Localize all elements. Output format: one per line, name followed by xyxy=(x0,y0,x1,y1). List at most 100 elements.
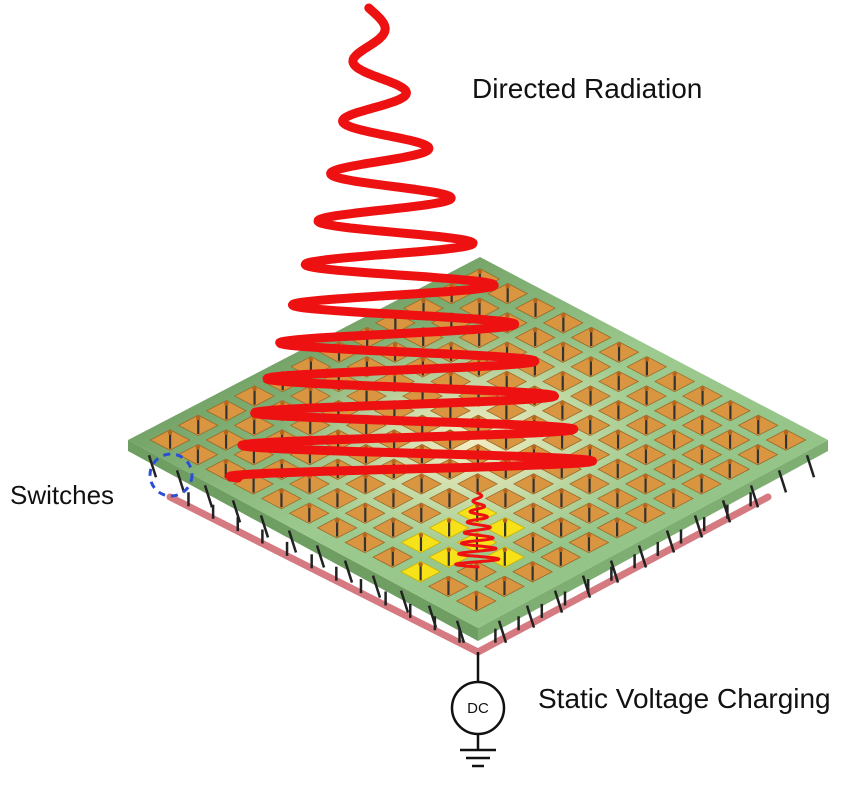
unit-cell xyxy=(681,473,722,495)
switch xyxy=(455,620,466,644)
unit-cell xyxy=(316,517,358,539)
dc-label: DC xyxy=(467,700,489,717)
active-unit-cell xyxy=(428,517,470,539)
unit-cell xyxy=(455,590,497,612)
unit-cell xyxy=(316,487,358,510)
switches-label: Switches xyxy=(10,480,115,510)
dc-source: DC xyxy=(450,652,506,768)
switch xyxy=(540,590,564,618)
unit-cell xyxy=(344,502,386,524)
unit-cell xyxy=(541,400,583,422)
switch xyxy=(175,469,215,519)
unit-cell xyxy=(653,400,695,422)
unit-cell xyxy=(709,458,751,480)
unit-cell xyxy=(345,473,386,495)
switch xyxy=(563,575,592,606)
unit-cell xyxy=(625,414,667,437)
unit-cell xyxy=(654,370,696,393)
local-radiation-wave xyxy=(454,491,501,569)
active-unit-cell xyxy=(400,561,442,583)
static-voltage-charging-label: Static Voltage Charging xyxy=(538,683,831,714)
unit-cell xyxy=(457,473,498,495)
unit-cell xyxy=(512,561,554,583)
unit-cell xyxy=(428,487,470,510)
unit-cell xyxy=(652,487,694,510)
unit-cell xyxy=(542,370,584,393)
switch xyxy=(702,484,760,532)
unit-cell xyxy=(177,443,219,466)
unit-cell xyxy=(542,312,584,334)
unit-cell xyxy=(626,356,668,378)
unit-cell xyxy=(709,429,751,451)
unit-cell xyxy=(484,487,526,510)
switches-highlight-circle xyxy=(148,452,194,498)
unit-cell xyxy=(512,502,554,524)
unit-cell xyxy=(483,575,525,598)
unit-cell xyxy=(540,546,582,568)
unit-cell xyxy=(568,531,610,554)
unit-cell xyxy=(596,517,638,539)
switch xyxy=(656,515,704,556)
active-unit-cell xyxy=(400,531,442,554)
unit-cell xyxy=(514,326,556,349)
unit-cell xyxy=(512,531,554,554)
unit-cell xyxy=(681,443,723,466)
unit-cell xyxy=(597,458,639,480)
unit-cell xyxy=(569,414,611,437)
unit-cell xyxy=(149,429,191,451)
unit-cell xyxy=(514,297,556,319)
switch xyxy=(287,530,313,569)
unit-cell xyxy=(681,414,723,437)
switch xyxy=(147,454,190,507)
unit-cell xyxy=(260,487,302,510)
unit-cell xyxy=(372,546,414,568)
unit-cell xyxy=(598,341,640,363)
ground-icon xyxy=(460,748,496,768)
active-unit-cell xyxy=(484,517,526,539)
switch xyxy=(399,590,412,618)
unit-cell xyxy=(624,502,666,524)
unit-cell xyxy=(653,429,695,451)
switch xyxy=(610,545,648,581)
directed-radiation-label: Directed Radiation xyxy=(472,73,703,104)
unit-cell xyxy=(709,400,751,422)
switch xyxy=(586,560,620,594)
switch xyxy=(343,560,363,594)
unit-cell xyxy=(625,443,667,466)
unit-cell xyxy=(570,385,611,407)
switch xyxy=(494,620,508,644)
active-unit-cell xyxy=(484,546,526,568)
unit-cell xyxy=(427,575,469,598)
switch xyxy=(371,575,387,606)
unit-cell xyxy=(177,414,219,437)
unit-cell xyxy=(597,400,639,422)
switch xyxy=(749,454,816,507)
unit-cell xyxy=(400,502,442,524)
unit-cell xyxy=(513,473,554,495)
unit-cell xyxy=(596,487,638,510)
unit-cell xyxy=(344,531,386,554)
switch xyxy=(315,545,338,581)
unit-cell xyxy=(682,385,723,407)
unit-cell xyxy=(597,429,639,451)
unit-cell xyxy=(372,517,414,539)
switch xyxy=(259,515,289,556)
unit-cell xyxy=(540,517,582,539)
unit-cell xyxy=(205,400,247,422)
unit-cell xyxy=(598,370,640,393)
switch xyxy=(633,530,676,569)
unit-cell xyxy=(569,473,610,495)
unit-cell xyxy=(625,473,666,495)
unit-cell xyxy=(765,429,807,451)
unit-cell xyxy=(542,341,584,363)
switch xyxy=(231,500,264,544)
unit-cell xyxy=(737,414,779,437)
switch xyxy=(726,469,788,519)
unit-cell xyxy=(401,473,442,495)
unit-cell xyxy=(568,502,610,524)
unit-cell xyxy=(372,487,414,510)
unit-cell xyxy=(653,458,695,480)
unit-cell xyxy=(626,385,667,407)
